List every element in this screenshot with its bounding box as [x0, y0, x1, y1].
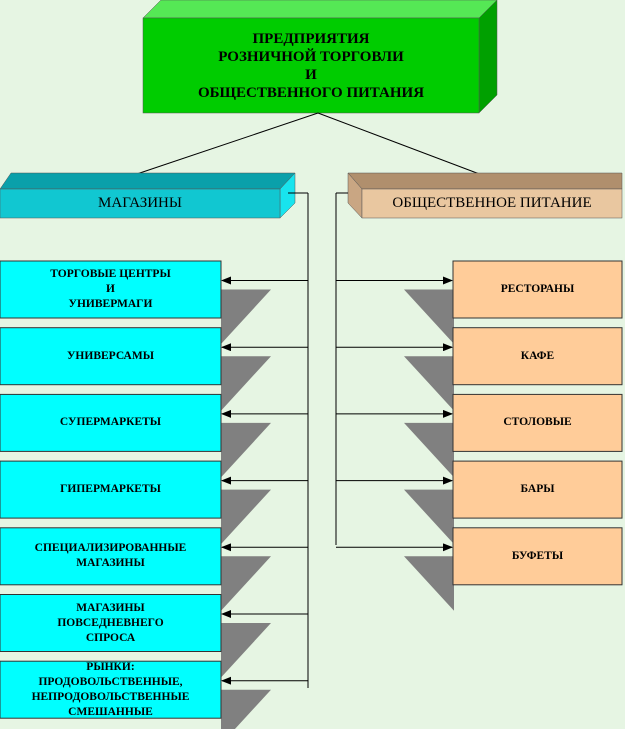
catering-category-front: [361, 188, 623, 219]
shop-item-shadow: [221, 556, 271, 611]
catering-item-shadow: [404, 289, 454, 344]
shops-items-group: [0, 260, 308, 729]
catering-item-shadow: [404, 356, 454, 411]
catering-item-box: [452, 327, 623, 386]
shop-item-box: [0, 460, 222, 519]
shop-item-shadow: [221, 623, 271, 678]
title-box-top: [142, 0, 498, 19]
title-box-side: [478, 0, 498, 114]
shop-item-box: [0, 327, 222, 386]
title-box-front: [142, 17, 480, 114]
title-to-shops-line: [124, 112, 319, 179]
catering-category-box: [347, 172, 623, 219]
shop-item-shadow: [221, 289, 271, 344]
shop-item-shadow: [221, 689, 271, 729]
catering-item-shadow: [404, 489, 454, 545]
shop-item-box: [0, 393, 222, 452]
catering-item-box: [452, 260, 623, 319]
shop-item-box: [0, 527, 222, 586]
catering-category-top: [347, 172, 623, 190]
title-to-catering-line: [317, 112, 491, 179]
shop-item-shadow: [221, 489, 271, 545]
shop-item-shadow: [221, 356, 271, 411]
shops-category-box: [0, 172, 296, 219]
catering-items-group: [336, 260, 623, 611]
catering-item-shadow: [404, 556, 454, 611]
shop-item-box: [0, 594, 222, 652]
catering-item-shadow: [404, 422, 454, 478]
shop-item-box: [0, 660, 222, 719]
shops-category-front: [0, 188, 281, 219]
title-box: [142, 0, 498, 114]
catering-item-box: [452, 393, 623, 452]
catering-item-box: [452, 460, 623, 519]
shop-item-shadow: [221, 422, 271, 478]
catering-item-box: [452, 527, 623, 586]
shops-category-top: [0, 172, 296, 190]
shop-item-box: [0, 260, 222, 319]
